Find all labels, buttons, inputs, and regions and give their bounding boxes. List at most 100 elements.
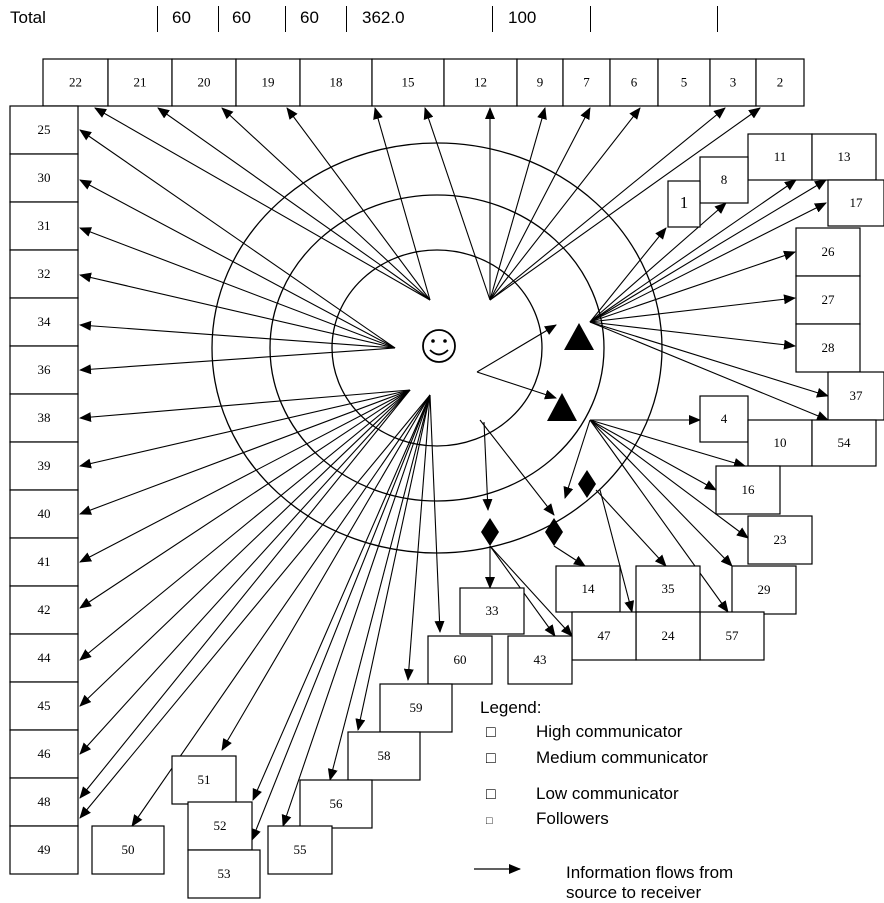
flow-arrow	[79, 389, 411, 609]
flow-arrow	[79, 389, 411, 469]
actor-box-53: 53	[187, 849, 261, 899]
legend-square-icon: □	[486, 815, 493, 827]
totals-value: 100	[508, 8, 537, 27]
totals-divider	[717, 6, 718, 32]
actor-box-41: 41	[9, 537, 79, 587]
actor-box-2: 2	[755, 58, 805, 107]
actor-label: 9	[537, 75, 544, 90]
actor-label: 4	[721, 411, 728, 426]
actor-box-34: 34	[9, 297, 79, 347]
legend-flow-label: source to receiver	[566, 883, 702, 902]
actor-label: 11	[774, 149, 787, 164]
flow-arrow	[79, 272, 396, 349]
actor-box-14: 14	[555, 565, 621, 613]
actor-box-1: 1	[667, 180, 701, 228]
actor-box-11: 11	[747, 133, 813, 181]
actor-label: 15	[402, 75, 415, 90]
actor-box-60: 60	[427, 635, 493, 685]
actor-label: 3	[730, 75, 737, 90]
actor-label: 54	[838, 435, 852, 450]
flow-arrow	[589, 419, 733, 567]
actor-label: 17	[850, 195, 864, 210]
actor-box-17: 17	[827, 179, 884, 227]
actor-box-29: 29	[731, 565, 797, 615]
actor-box-55: 55	[267, 825, 333, 875]
actor-label: 42	[38, 602, 51, 617]
actor-box-58: 58	[347, 731, 421, 781]
actor-label: 59	[410, 700, 423, 715]
actor-box-35: 35	[635, 565, 701, 613]
legend-item: □Low communicator	[486, 784, 679, 804]
actor-label: 40	[38, 506, 51, 521]
actor-box-26: 26	[795, 227, 861, 277]
flow-arrow	[327, 394, 431, 781]
actor-label: 26	[822, 244, 836, 259]
actor-box-5: 5	[657, 58, 711, 107]
actor-box-20: 20	[171, 58, 237, 107]
actor-box-59: 59	[379, 683, 453, 733]
actor-label: 60	[454, 652, 467, 667]
flow-arrow	[489, 107, 726, 301]
actor-label: 13	[838, 149, 851, 164]
flow-arrow	[589, 202, 727, 323]
flow-arrow	[79, 179, 396, 349]
flow-arrow	[429, 394, 445, 633]
actor-box-51: 51	[171, 755, 237, 805]
actor-box-21: 21	[107, 58, 173, 107]
actor-label: 48	[38, 794, 51, 809]
flow-arrow	[79, 389, 411, 755]
flow-arrow	[251, 394, 431, 841]
totals-value: 362.0	[362, 8, 405, 27]
flow-arrow	[79, 389, 411, 423]
concentric-rings	[211, 142, 663, 554]
flow-arrow	[476, 371, 557, 400]
actor-box-47: 47	[571, 611, 637, 661]
high-communicator-triangle-icon	[547, 393, 577, 421]
actor-label: 23	[774, 532, 787, 547]
actor-label: 34	[38, 314, 52, 329]
flow-arrow	[589, 321, 829, 398]
actor-box-19: 19	[235, 58, 301, 107]
actor-box-12: 12	[443, 58, 518, 107]
flow-arrow	[157, 107, 431, 301]
medium-communicator-diamond-icon	[578, 470, 596, 498]
outer-ring	[211, 142, 663, 554]
flow-arrow	[79, 129, 396, 349]
actor-box-28: 28	[795, 323, 861, 373]
flow-arrow	[589, 227, 667, 323]
flow-arrow	[589, 419, 746, 468]
totals-divider	[157, 6, 158, 32]
legend-flow-label: Information flows from	[566, 863, 734, 882]
actor-label: 31	[38, 218, 51, 233]
information-flow-arrows	[79, 107, 829, 841]
actor-box-33: 33	[459, 587, 525, 635]
totals-value: 60	[300, 8, 319, 27]
legend-label: Medium communicator	[536, 748, 708, 767]
actor-box-44: 44	[9, 633, 79, 683]
actor-label: 5	[681, 75, 688, 90]
flow-arrow	[589, 179, 827, 323]
flow-arrow	[489, 107, 547, 301]
actor-label: 47	[598, 628, 612, 643]
actor-box-22: 22	[42, 58, 109, 107]
actor-label: 49	[38, 842, 51, 857]
actor-label: 6	[631, 75, 638, 90]
legend-item: □ Followers	[486, 809, 609, 829]
actor-label: 33	[486, 603, 499, 618]
flow-arrow	[79, 389, 411, 661]
actor-box-13: 13	[811, 133, 877, 181]
actor-label: 10	[774, 435, 787, 450]
actor-box-18: 18	[299, 58, 373, 107]
actor-box-32: 32	[9, 249, 79, 299]
totals-value: 60	[172, 8, 191, 27]
flow-arrow	[589, 294, 796, 323]
totals-row: Total 60 60 60 362.0 100	[0, 0, 884, 44]
totals-divider	[285, 6, 286, 32]
flow-arrow	[489, 107, 761, 301]
legend-item: □High communicator	[486, 722, 682, 742]
flow-arrow	[252, 394, 431, 801]
legend-label: Followers	[536, 809, 609, 828]
legend-label: Low communicator	[536, 784, 679, 803]
